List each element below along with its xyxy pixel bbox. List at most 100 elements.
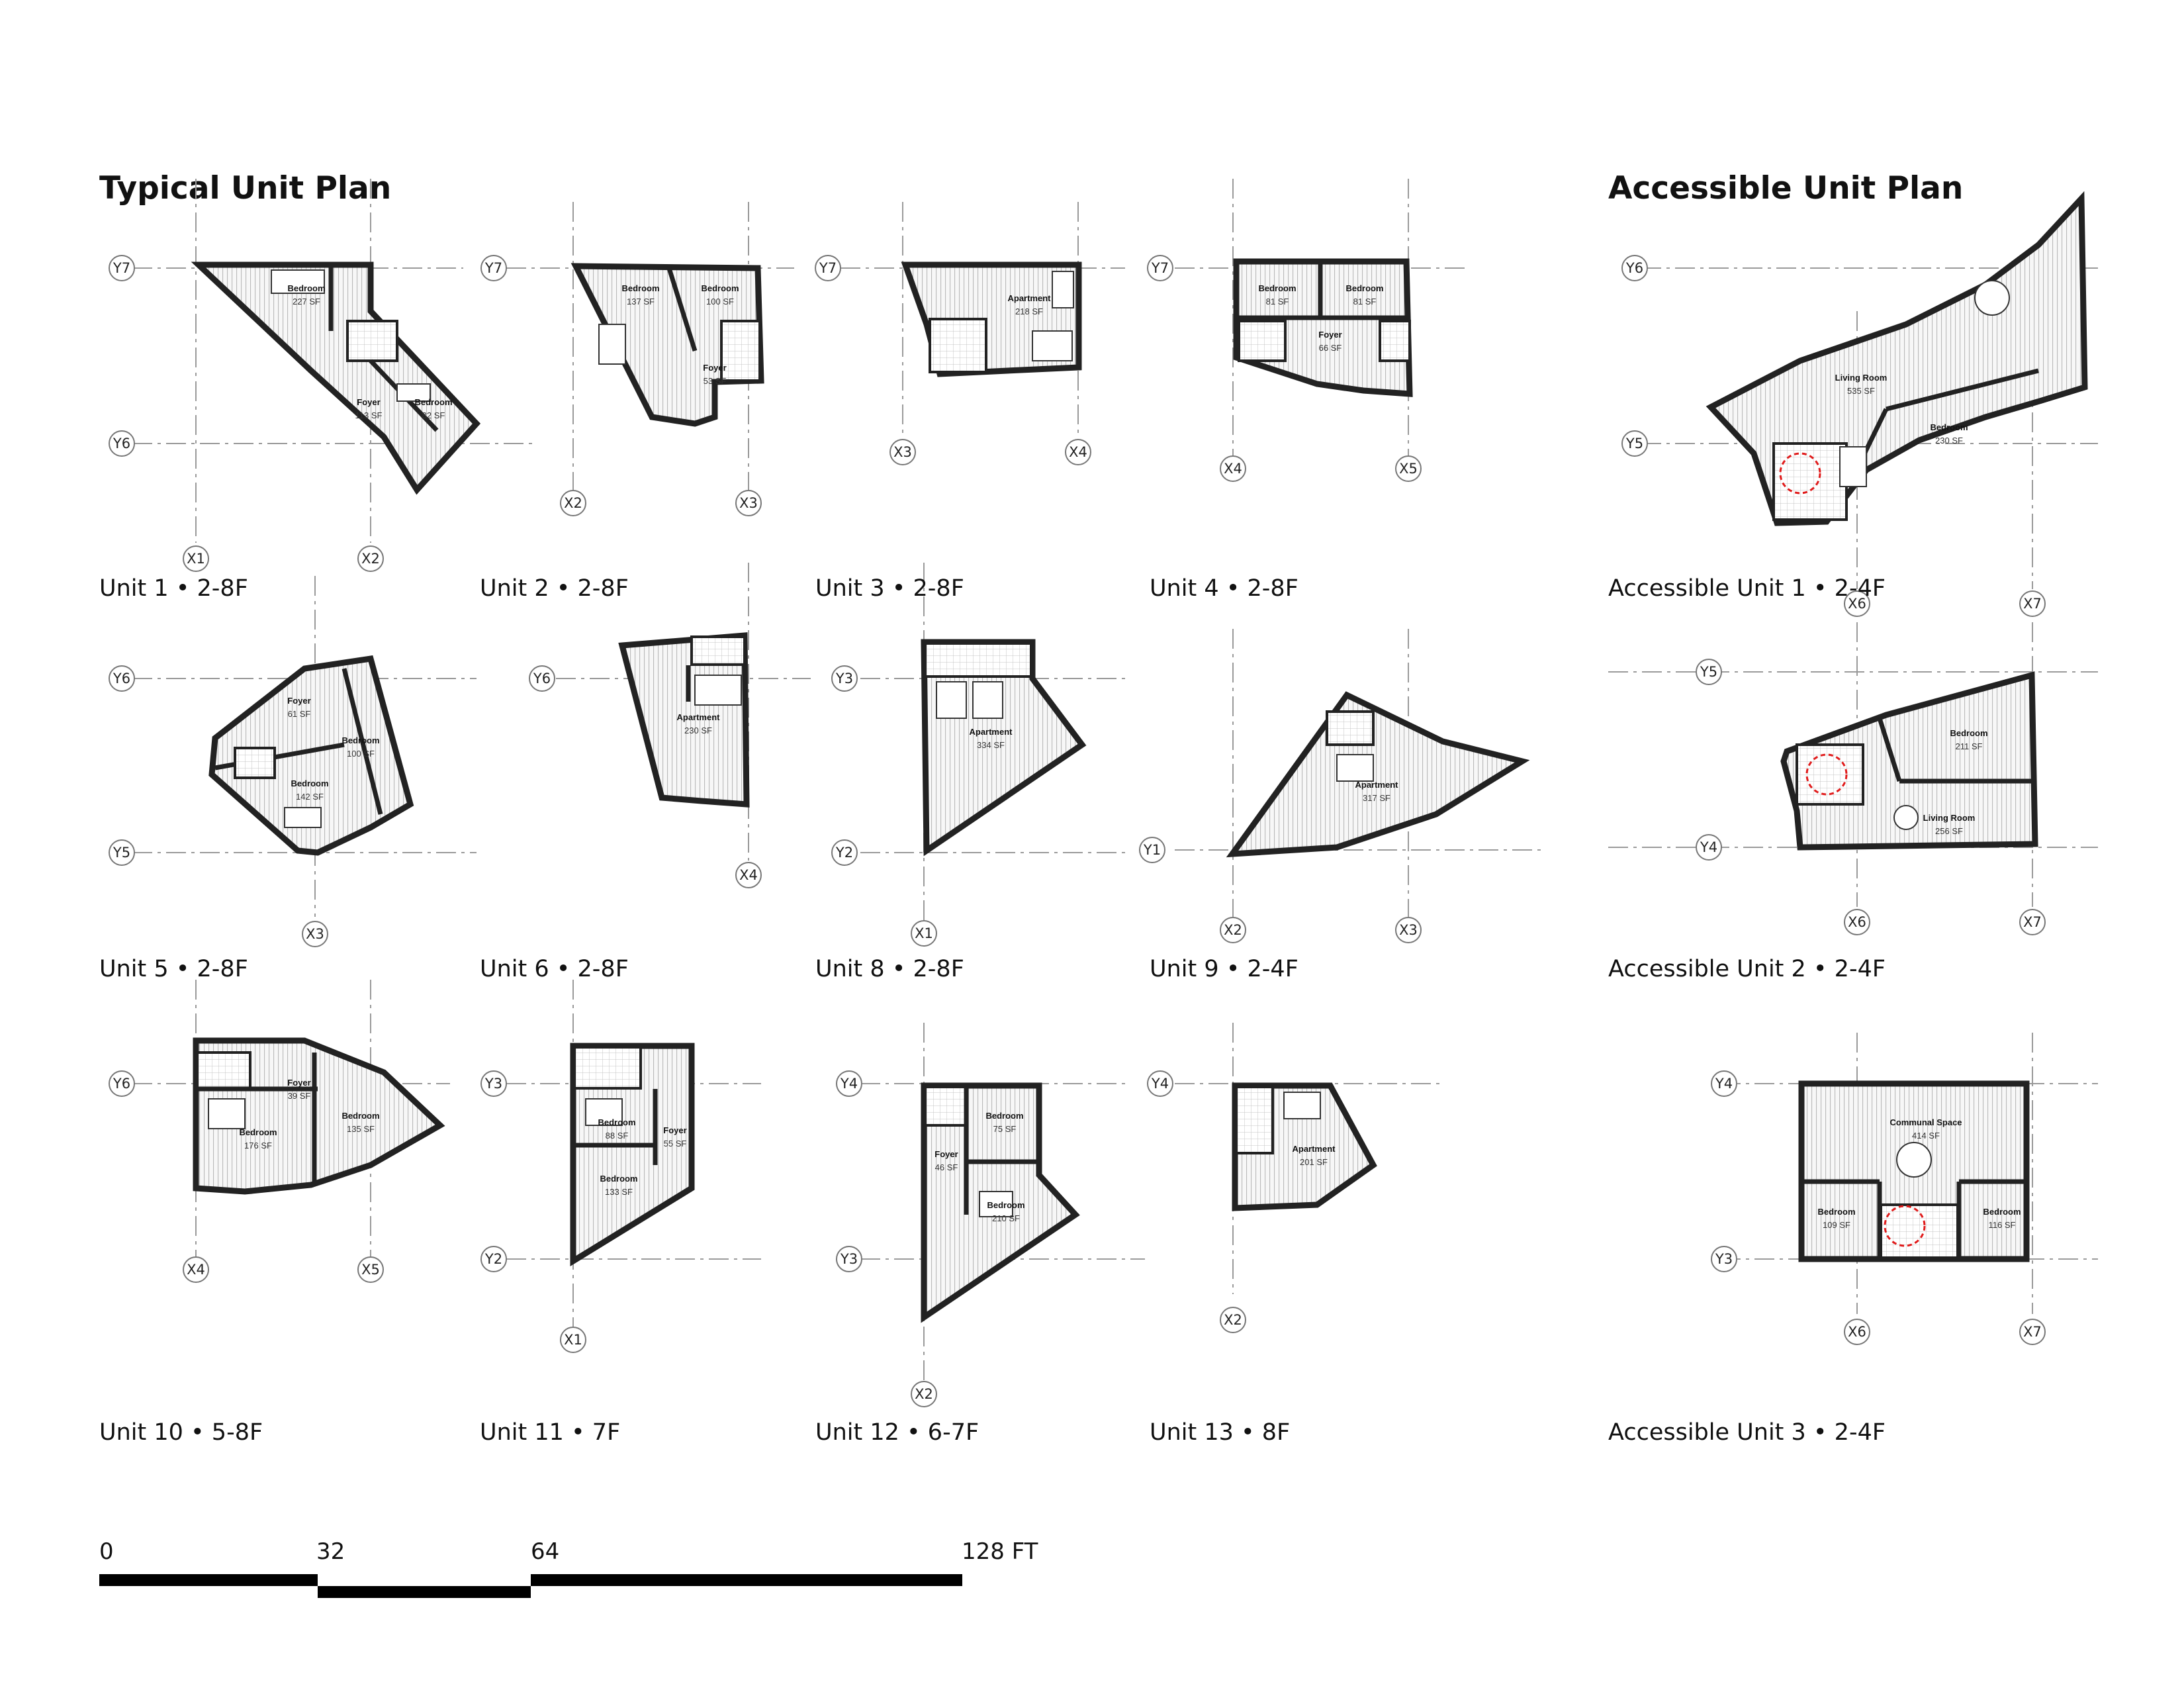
- unit-caption: Unit 13 • 8F: [1150, 1419, 1290, 1446]
- grid-bubble: X6: [1844, 1319, 1870, 1345]
- grid-bubble: X1: [183, 545, 209, 572]
- grid-bubbles: Y7 Y6 X1 X2 Y7 X2 X3 Y7 X3 X4 Y7 X4 X5 Y…: [109, 255, 2046, 1407]
- grid-bubble: Y4: [1696, 834, 1722, 861]
- room-name: Bedroom: [1817, 1207, 1855, 1217]
- room-area: 46 SF: [935, 1162, 958, 1172]
- room-area: 53 SF: [704, 376, 727, 386]
- unit-caption: Unit 3 • 2-8F: [815, 575, 964, 602]
- room-name: Bedroom: [341, 735, 379, 745]
- grid-bubble: X4: [1065, 439, 1091, 465]
- room-area: 133 SF: [605, 1187, 633, 1197]
- room-area: 176 SF: [244, 1141, 272, 1150]
- grid-bubble: X7: [2019, 590, 2046, 617]
- grid-bubble: Y7: [109, 255, 135, 281]
- room-name: Bedroom: [414, 397, 452, 407]
- unit-caption: Accessible Unit 2 • 2-4F: [1608, 956, 1886, 982]
- svg-text:X2: X2: [564, 495, 582, 511]
- grid-bubble: X7: [2019, 1319, 2046, 1345]
- grid-bubble: Y6: [1621, 255, 1648, 281]
- room-area: 100 SF: [347, 749, 375, 759]
- grid-bubble: X7: [2019, 909, 2046, 935]
- room-area: 211 SF: [1956, 741, 1983, 751]
- unit-9-plan: Apartment 317 SF: [1226, 691, 1530, 858]
- room-area: 100 SF: [706, 297, 734, 306]
- svg-text:X4: X4: [187, 1262, 205, 1278]
- room-name: Bedroom: [598, 1117, 635, 1127]
- svg-text:Y5: Y5: [113, 845, 130, 861]
- svg-text:X2: X2: [1224, 1312, 1242, 1328]
- grid-bubble: Y7: [815, 255, 841, 281]
- svg-text:Y7: Y7: [1151, 260, 1169, 276]
- grid-bubble: Y1: [1139, 837, 1165, 863]
- svg-text:X2: X2: [361, 551, 380, 567]
- grid-bubble: X1: [911, 920, 937, 947]
- scale-label-128: 128 FT: [962, 1538, 1038, 1565]
- svg-text:Y3: Y3: [1715, 1251, 1733, 1267]
- room-name: Bedroom: [1345, 283, 1383, 293]
- room-name: Bedroom: [1950, 728, 1987, 738]
- grid-bubble: Y7: [480, 255, 507, 281]
- room-area: 109 SF: [1823, 1220, 1850, 1230]
- room-area: 210 SF: [992, 1213, 1020, 1223]
- grid-bubble: X4: [183, 1256, 209, 1283]
- room-area: 256 SF: [1935, 826, 1963, 836]
- room-name: Foyer: [663, 1125, 686, 1135]
- grid-bubble: X3: [302, 921, 328, 947]
- room-area: 230 SF: [1935, 436, 1963, 445]
- unit-caption: Unit 4 • 2-8F: [1150, 575, 1298, 602]
- svg-text:Y4: Y4: [840, 1076, 858, 1092]
- room-area: 55 SF: [664, 1139, 687, 1149]
- svg-text:X1: X1: [564, 1332, 582, 1348]
- svg-text:Y5: Y5: [1625, 436, 1643, 451]
- grid-bubble: X2: [911, 1381, 937, 1407]
- room-area: 218 SF: [1015, 306, 1043, 316]
- grid-bubble: X4: [1220, 455, 1246, 482]
- grid-bubble: X3: [1395, 917, 1422, 943]
- unit-12-plan: Bedroom 75 SF Foyer 46 SF Bedroom 210 SF: [921, 1082, 1080, 1323]
- room-name: Bedroom: [1258, 283, 1296, 293]
- room-area: 317 SF: [1363, 793, 1390, 803]
- grid-bubble: Y3: [480, 1070, 507, 1097]
- svg-text:X3: X3: [739, 495, 758, 511]
- svg-text:X2: X2: [1224, 922, 1242, 938]
- svg-text:Y3: Y3: [840, 1251, 858, 1267]
- unit-11-plan: Bedroom 88 SF Foyer 55 SF Bedroom 133 SF: [570, 1043, 695, 1267]
- svg-text:Y4: Y4: [1700, 839, 1717, 855]
- grid-bubble: Y5: [1696, 659, 1722, 685]
- accessible-plan-title: Accessible Unit Plan: [1608, 170, 1963, 207]
- room-name: Living Room: [1923, 813, 1976, 823]
- grid-bubble: Y2: [831, 839, 858, 866]
- room-name: Foyer: [703, 363, 726, 373]
- room-area: 81 SF: [1266, 297, 1289, 306]
- wheelchair-turning-circle: [1779, 452, 1821, 494]
- grid-bubble: Y4: [1147, 1070, 1173, 1097]
- unit-caption: Unit 11 • 7F: [480, 1419, 620, 1446]
- unit-5-plan: Foyer 61 SF Bedroom 100 SF Bedroom 142 S…: [208, 655, 414, 856]
- unit-caption: Unit 12 • 6-7F: [815, 1419, 979, 1446]
- unit-caption: Unit 1 • 2-8F: [99, 575, 248, 602]
- unit-caption: Unit 10 • 5-8F: [99, 1419, 263, 1446]
- svg-text:Y3: Y3: [835, 671, 853, 686]
- room-name: Foyer: [934, 1149, 958, 1159]
- room-area: 113 SF: [355, 410, 383, 420]
- svg-text:Y6: Y6: [1625, 260, 1643, 276]
- unit-caption: Unit 2 • 2-8F: [480, 575, 629, 602]
- unit-3-plan: Apartment 218 SF: [901, 261, 1082, 377]
- scale-bar-segment: [531, 1574, 962, 1586]
- room-name: Bedroom: [291, 778, 328, 788]
- svg-text:X3: X3: [1399, 922, 1418, 938]
- unit-caption: Accessible Unit 3 • 2-4F: [1608, 1419, 1886, 1446]
- room-name: Bedroom: [701, 283, 739, 293]
- grid-bubble: Y6: [109, 1070, 135, 1097]
- room-name: Bedroom: [600, 1174, 637, 1184]
- grid-bubble: Y5: [1621, 430, 1648, 457]
- room-area: 75 SF: [993, 1124, 1017, 1134]
- room-area: 81 SF: [1353, 297, 1377, 306]
- room-name: Communal Space: [1889, 1117, 1962, 1127]
- grid-bubble: Y7: [1147, 255, 1173, 281]
- grid-bubble: X6: [1844, 590, 1870, 617]
- grid-bubble: X4: [735, 862, 762, 888]
- room-area: 61 SF: [288, 709, 311, 719]
- wheelchair-turning-circle: [1805, 753, 1848, 796]
- room-area: 535 SF: [1847, 386, 1875, 396]
